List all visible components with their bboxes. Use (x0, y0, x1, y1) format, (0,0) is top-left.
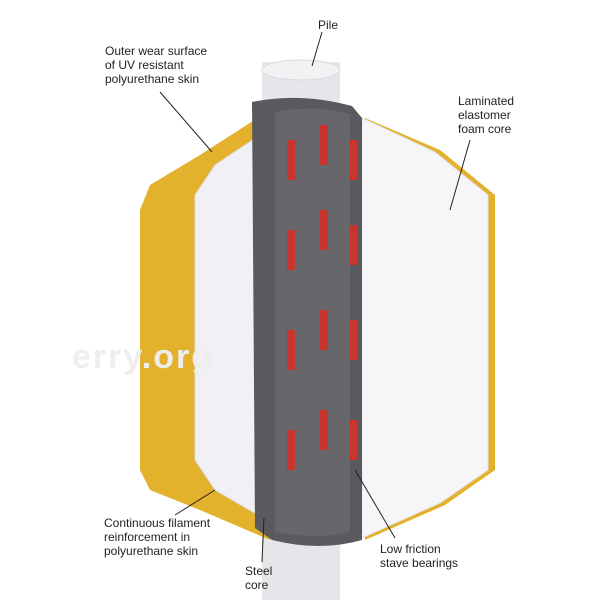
stave (350, 420, 357, 460)
label-outer-wear: Outer wear surface of UV resistant polyu… (105, 44, 207, 86)
label-line: core (245, 578, 269, 592)
pile-top (261, 59, 341, 81)
leader-staves (354, 469, 396, 539)
label-line: Steel (245, 564, 273, 578)
label-line: foam core (458, 122, 512, 136)
stave (350, 140, 357, 180)
stave (287, 330, 295, 370)
steel-core-inner (275, 108, 350, 536)
stave (350, 320, 357, 360)
label-stave-bearings: Low friction stave bearings (380, 542, 458, 570)
label-line: Low friction (380, 542, 441, 556)
leader-pile (311, 31, 323, 67)
label-line: stave bearings (380, 556, 459, 570)
label-foam-core: Laminated elastomer foam core (458, 94, 514, 136)
label-line: polyurethane skin (104, 544, 199, 558)
watermark: erry.org (72, 338, 214, 376)
label-line: Laminated (458, 94, 515, 108)
stave (350, 225, 357, 265)
label-pile: Pile (318, 18, 339, 32)
leader-outer-wear (159, 91, 213, 153)
label-line: of UV resistant (105, 58, 184, 72)
foam-core-right (361, 117, 489, 539)
label-line: reinforcement in (104, 530, 191, 544)
label-filament: Continuous filament reinforcement in pol… (104, 516, 210, 558)
stave (320, 210, 328, 250)
stave (287, 230, 295, 270)
stave-bearings (287, 125, 357, 470)
label-line: Continuous filament (104, 516, 211, 530)
label-steel-core: Steel core (245, 564, 272, 592)
label-line: elastomer (458, 108, 511, 122)
leader-lines (159, 31, 471, 563)
stave (287, 140, 295, 180)
leader-filament (174, 489, 216, 516)
stave (320, 410, 328, 450)
stave (320, 125, 328, 165)
label-line: polyurethane skin (105, 72, 200, 86)
stave (320, 310, 328, 350)
leader-foam-core (449, 139, 471, 211)
stave (287, 430, 295, 470)
label-line: Outer wear surface (105, 44, 208, 58)
leader-steel-core (261, 517, 265, 563)
